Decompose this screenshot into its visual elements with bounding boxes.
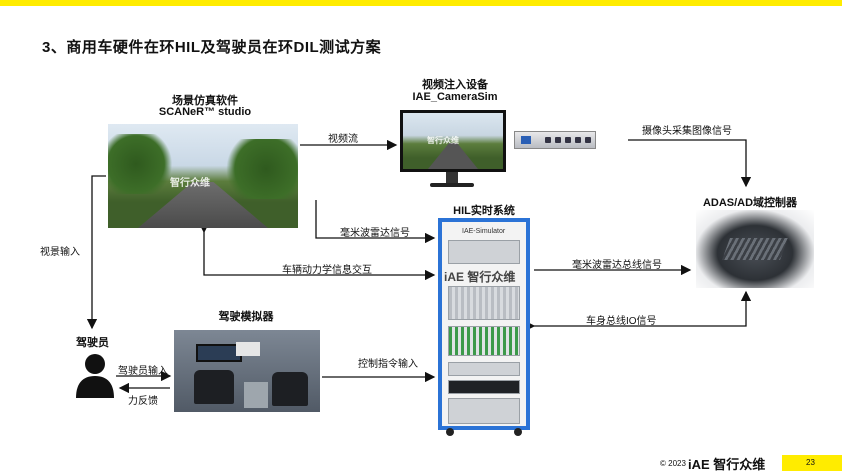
monitor-base [430,183,474,187]
cabinet-wheel-right [514,428,522,436]
label-visual-input: 视景输入 [40,247,80,258]
label-driver-input: 驾驶员输入 [118,366,168,377]
scene-software-name: 场景仿真软件 [172,95,238,107]
video-device-name: 视频注入设备 [422,79,488,91]
footer-copyright: © 2023 [660,459,686,468]
page-number: 23 [806,458,815,467]
video-device-product: IAE_CameraSim [412,91,498,103]
label-control-input: 控制指令输入 [358,359,418,370]
driver-simulator-name: 驾驶模拟器 [218,311,274,323]
monitor-watermark: 智行众维 [427,136,459,145]
monitor-stand [446,172,458,184]
edge-camera-signal [628,139,752,188]
edge-body-bus [524,290,752,332]
page-number-box [782,455,842,471]
page-title: 3、商用车硬件在环HIL及驾驶员在环DIL测试方案 [42,39,382,56]
driver-simulator-image [174,330,320,412]
label-radar-signal: 毫米波雷达信号 [340,228,410,239]
hil-cabinet-logo: iAE 智行众维 [444,270,516,284]
label-body-bus: 车身总线IO信号 [586,316,657,327]
controller-name: ADAS/AD域控制器 [702,197,798,209]
edge-visual-input [86,175,106,330]
label-camera-signal: 摄像头采集图像信号 [642,126,732,137]
driver-person-icon [76,354,114,398]
driver-name: 驾驶员 [76,337,109,349]
label-vehicle-dynamics: 车辆动力学信息交互 [282,265,372,276]
monitor-image: 智行众维 [400,110,506,172]
footer-brand-logo: iAE 智行众维 [688,457,766,472]
edge-vehicle-dynamics [198,222,436,281]
controller-image [696,210,814,288]
scene-software-product: SCANeR™ studio [158,106,252,118]
cabinet-wheel-left [446,428,454,436]
scene-watermark: 智行众维 [170,178,210,189]
label-force-feedback: 力反馈 [128,396,158,407]
top-accent-bar [0,0,842,6]
hil-cabinet-image: IAE-Simulator iAE 智行众维 [438,218,530,430]
camerasim-device-image [514,131,596,149]
scene-simulation-image: 智行众维 [108,124,298,228]
label-radar-bus: 毫米波雷达总线信号 [572,260,662,271]
label-video-stream: 视频流 [328,134,358,145]
hil-system-name: HIL实时系统 [453,205,515,217]
hil-panel-label: IAE-Simulator [462,228,506,235]
